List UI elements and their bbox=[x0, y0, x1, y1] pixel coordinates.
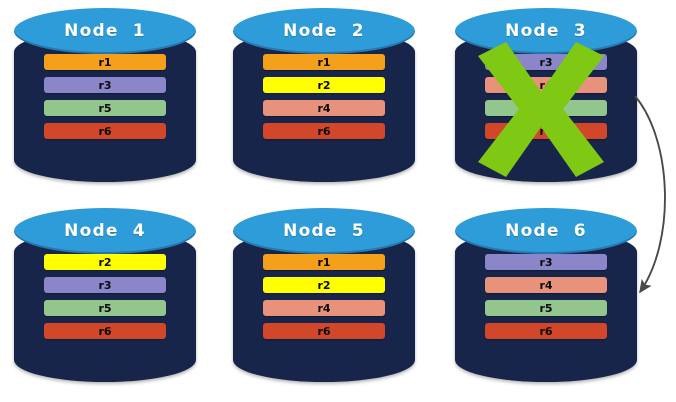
record-bar-r1[interactable]: r1 bbox=[263, 254, 385, 270]
cylinder-top-ellipse bbox=[233, 208, 415, 254]
record-bar-r6[interactable]: r6 bbox=[263, 123, 385, 139]
node-cylinder-1[interactable]: Node 1 r1 r3 r5 r6 bbox=[14, 8, 196, 184]
record-bar-r6[interactable]: r6 bbox=[44, 323, 166, 339]
record-list: r3 r4 r5 r6 bbox=[485, 54, 607, 146]
node-cylinder-6[interactable]: Node 6 r3 r4 r5 r6 bbox=[455, 208, 637, 384]
record-list: r2 r3 r5 r6 bbox=[44, 254, 166, 346]
node-cylinder-5[interactable]: Node 5 r1 r2 r4 r6 bbox=[233, 208, 415, 384]
node-label: Node 5 bbox=[283, 221, 365, 241]
record-bar-r6[interactable]: r6 bbox=[485, 323, 607, 339]
node-label: Node 6 bbox=[505, 221, 587, 241]
record-list: r1 r2 r4 r6 bbox=[263, 254, 385, 346]
cylinder-top-ellipse bbox=[233, 8, 415, 54]
node-label: Node 3 bbox=[505, 21, 587, 41]
record-bar-r4[interactable]: r4 bbox=[485, 77, 607, 93]
record-list: r1 r3 r5 r6 bbox=[44, 54, 166, 146]
record-bar-r5[interactable]: r5 bbox=[485, 100, 607, 116]
record-bar-r5[interactable]: r5 bbox=[44, 300, 166, 316]
node-cylinder-4[interactable]: Node 4 r2 r3 r5 r6 bbox=[14, 208, 196, 384]
record-bar-r3[interactable]: r3 bbox=[485, 254, 607, 270]
cylinder-top-ellipse bbox=[455, 208, 637, 254]
node-label: Node 4 bbox=[64, 221, 146, 241]
record-bar-r4[interactable]: r4 bbox=[485, 277, 607, 293]
record-bar-r2[interactable]: r2 bbox=[263, 77, 385, 93]
record-bar-r3[interactable]: r3 bbox=[44, 277, 166, 293]
record-bar-r5[interactable]: r5 bbox=[44, 100, 166, 116]
record-bar-r4[interactable]: r4 bbox=[263, 300, 385, 316]
record-bar-r1[interactable]: r1 bbox=[263, 54, 385, 70]
cylinder-top-ellipse bbox=[14, 8, 196, 54]
record-bar-r6[interactable]: r6 bbox=[263, 323, 385, 339]
record-bar-r6[interactable]: r6 bbox=[485, 123, 607, 139]
record-bar-r4[interactable]: r4 bbox=[263, 100, 385, 116]
node-cylinder-3[interactable]: Node 3 r3 r4 r5 r6 bbox=[455, 8, 637, 184]
record-bar-r3[interactable]: r3 bbox=[44, 77, 166, 93]
record-bar-r1[interactable]: r1 bbox=[44, 54, 166, 70]
record-list: r3 r4 r5 r6 bbox=[485, 254, 607, 346]
record-bar-r5[interactable]: r5 bbox=[485, 300, 607, 316]
record-bar-r6[interactable]: r6 bbox=[44, 123, 166, 139]
node-label: Node 2 bbox=[283, 21, 365, 41]
node-label: Node 1 bbox=[64, 21, 146, 41]
node-cylinder-2[interactable]: Node 2 r1 r2 r4 r6 bbox=[233, 8, 415, 184]
cylinder-top-ellipse bbox=[14, 208, 196, 254]
record-bar-r3[interactable]: r3 bbox=[485, 54, 607, 70]
record-bar-r2[interactable]: r2 bbox=[263, 277, 385, 293]
record-list: r1 r2 r4 r6 bbox=[263, 54, 385, 146]
record-bar-r2[interactable]: r2 bbox=[44, 254, 166, 270]
